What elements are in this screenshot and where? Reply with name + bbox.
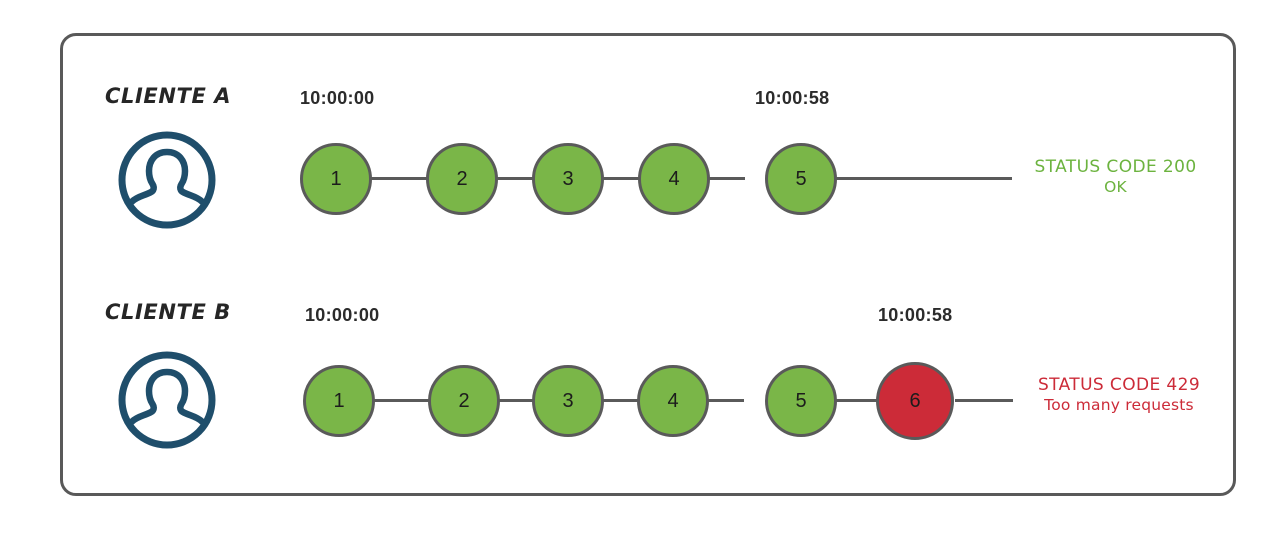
request-node-blocked[interactable]: 6: [876, 362, 954, 440]
connector-b-1: [374, 399, 432, 402]
connector-a-2: [475, 177, 535, 180]
request-node[interactable]: 1: [303, 365, 375, 437]
user-avatar-icon: [116, 350, 218, 454]
status-badge-a: STATUS CODE 200 OK: [1028, 157, 1203, 197]
connector-b-tail: [955, 399, 1013, 402]
request-node[interactable]: 1: [300, 143, 372, 215]
connector-a-tail: [790, 177, 1012, 180]
status-text-a: OK: [1104, 177, 1127, 196]
request-node[interactable]: 3: [532, 143, 604, 215]
status-code-a: STATUS CODE 200: [1034, 157, 1197, 177]
client-label-b: CLIENTE B: [105, 300, 231, 324]
request-node[interactable]: 5: [765, 365, 837, 437]
request-node[interactable]: 4: [637, 365, 709, 437]
request-node[interactable]: 2: [428, 365, 500, 437]
user-avatar-icon: [116, 130, 218, 234]
start-time-a: 10:00:00: [300, 88, 375, 108]
request-node[interactable]: 5: [765, 143, 837, 215]
connector-a-3: [580, 177, 640, 180]
connector-a-4: [685, 177, 745, 180]
start-time-b: 10:00:00: [305, 305, 380, 325]
connector-b-4: [686, 399, 744, 402]
client-label-a: CLIENTE A: [105, 84, 232, 108]
request-node[interactable]: 2: [426, 143, 498, 215]
connector-b-3: [582, 399, 640, 402]
status-badge-b: STATUS CODE 429 Too many requests: [1023, 375, 1215, 415]
status-text-b: Too many requests: [1044, 395, 1194, 414]
request-node[interactable]: 3: [532, 365, 604, 437]
connector-a-1: [370, 177, 430, 180]
request-node[interactable]: 4: [638, 143, 710, 215]
end-time-b: 10:00:58: [878, 305, 953, 325]
status-code-b: STATUS CODE 429: [1037, 375, 1201, 395]
connector-b-2: [478, 399, 536, 402]
end-time-a: 10:00:58: [755, 88, 830, 108]
